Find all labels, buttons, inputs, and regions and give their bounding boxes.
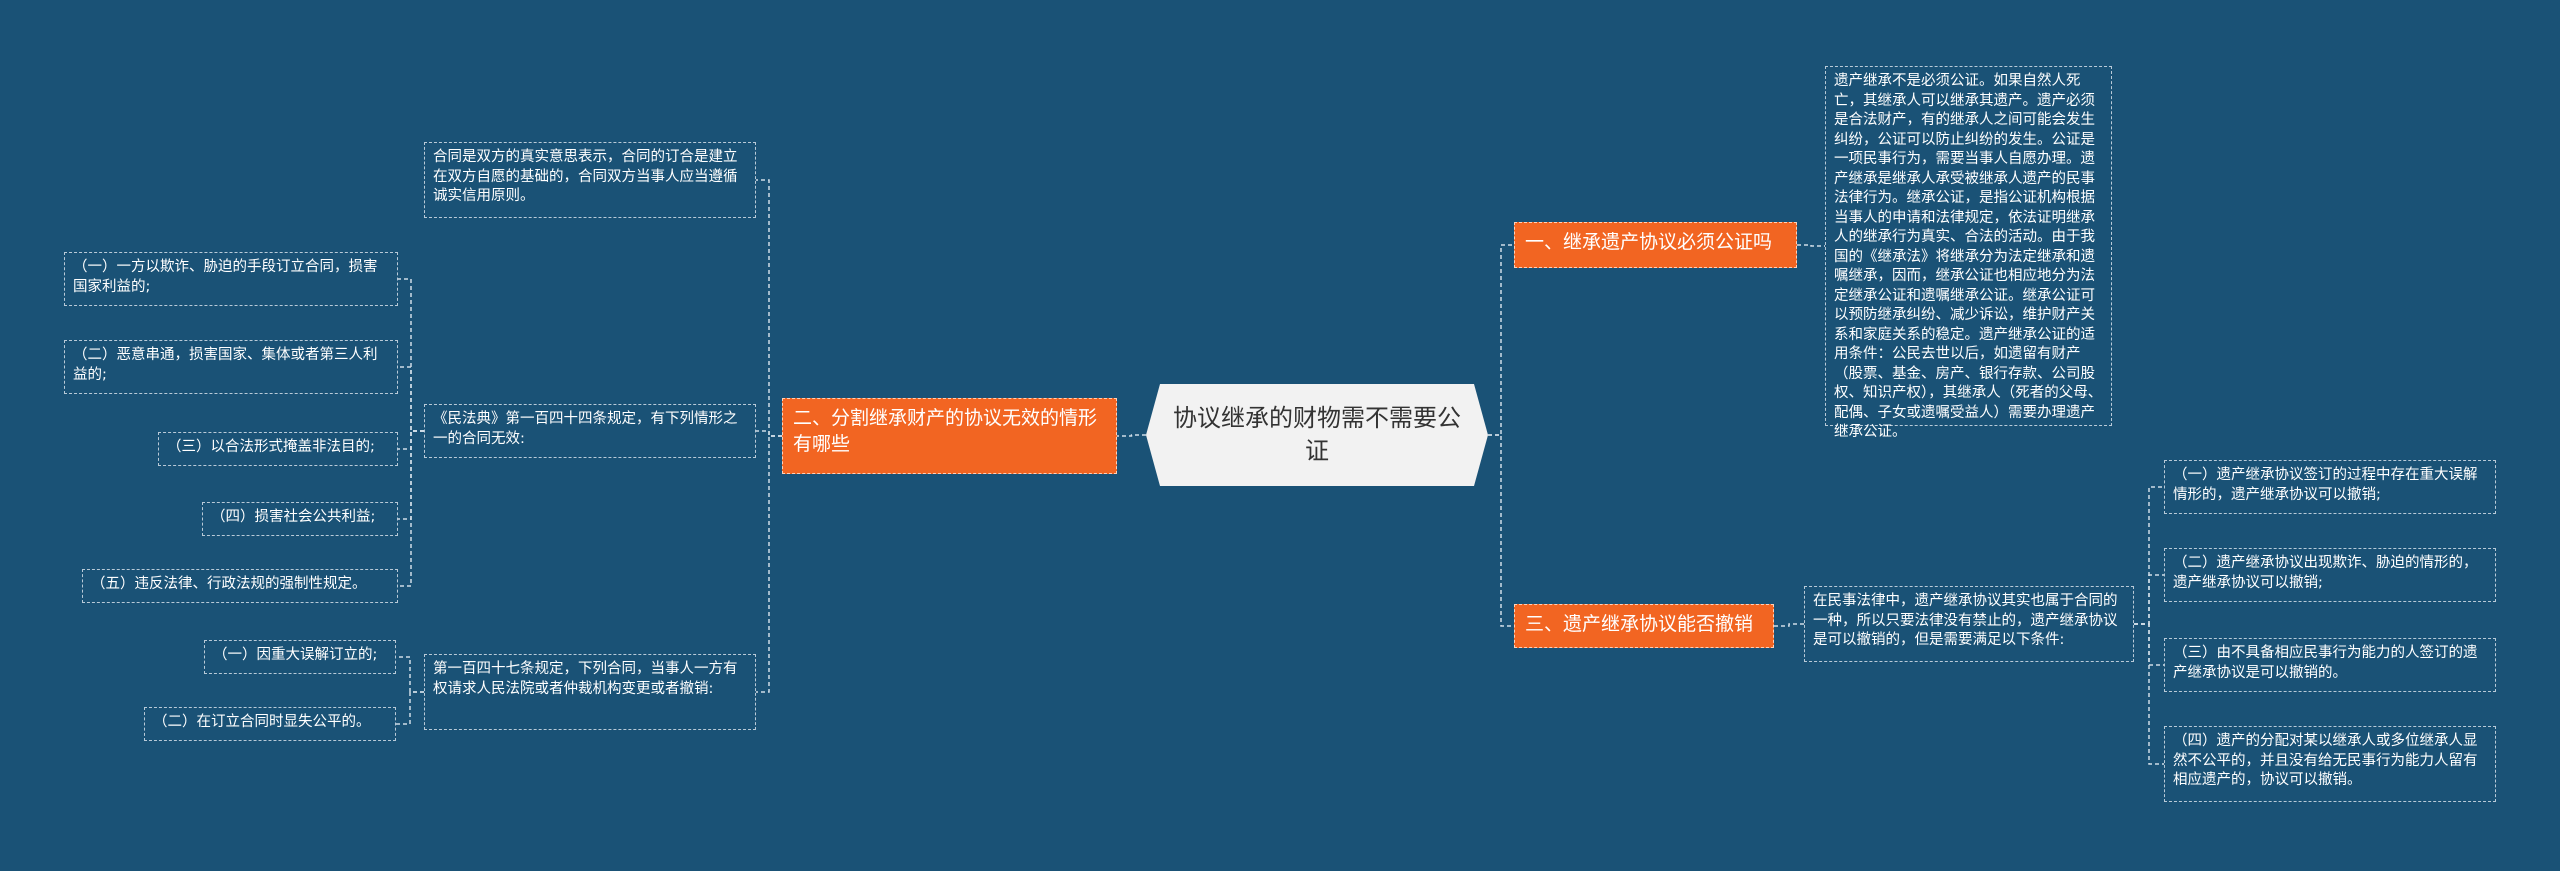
connector-line: [398, 430, 424, 520]
revocation-condition[interactable]: （三）由不具备相应民事行为能力的人签订的遗产继承协议是可以撤销的。: [2164, 638, 2496, 692]
branch-3-detail[interactable]: 在民事法律中，遗产继承协议其实也属于合同的一种，所以只要法律没有禁止的，遗产继承…: [1804, 586, 2134, 662]
branch-1-detail[interactable]: 遗产继承不是必须公证。如果自然人死亡，其继承人可以继承其遗产。遗产必须是合法财产…: [1825, 66, 2112, 440]
connector-line: [396, 656, 424, 693]
article-144-node[interactable]: 《民法典》第一百四十四条规定，有下列情形之一的合同无效:: [424, 404, 756, 458]
article-144-item-text: （五）违反法律、行政法规的强制性规定。: [91, 576, 367, 592]
revocation-condition[interactable]: （四）遗产的分配对某以继承人或多位继承人显然不公平的，并且没有给无民事行为能力人…: [2164, 726, 2496, 802]
connector-line: [2134, 623, 2164, 666]
article-147-item-text: （二）在订立合同时显失公平的。: [153, 714, 371, 730]
branch-1-detail-text: 遗产继承不是必须公证。如果自然人死亡，其继承人可以继承其遗产。遗产必须是合法财产…: [1834, 73, 2103, 440]
connector-line: [2134, 486, 2164, 625]
revocation-condition-text: （一）遗产继承协议签订的过程中存在重大误解情形的，遗产继承协议可以撤销;: [2173, 467, 2478, 503]
connector-line: [1774, 623, 1804, 627]
article-144-item[interactable]: （五）违反法律、行政法规的强制性规定。: [82, 569, 398, 603]
article-144-text: 《民法典》第一百四十四条规定，有下列情形之一的合同无效:: [433, 411, 738, 447]
article-147-item[interactable]: （二）在订立合同时显失公平的。: [144, 707, 396, 741]
article-144-item[interactable]: （三）以合法形式掩盖非法目的;: [158, 432, 398, 466]
branch-1-topic[interactable]: 一、继承遗产协议必须公证吗: [1514, 222, 1797, 268]
branch-3-detail-text: 在民事法律中，遗产继承协议其实也属于合同的一种，所以只要法律没有禁止的，遗产继承…: [1813, 593, 2118, 648]
connector-line: [2134, 574, 2164, 625]
root-topic[interactable]: 协议继承的财物需不需要公证: [1146, 384, 1488, 486]
article-147-item-text: （一）因重大误解订立的;: [213, 647, 378, 663]
revocation-condition[interactable]: （二）遗产继承协议出现欺诈、胁迫的情形的，遗产继承协议可以撤销;: [2164, 548, 2496, 602]
connector-line: [1797, 244, 1825, 247]
connector-line: [396, 691, 424, 725]
connector-line: [756, 179, 782, 437]
article-144-item[interactable]: （一）一方以欺诈、胁迫的手段订立合同，损害国家利益的;: [64, 252, 398, 306]
article-147-node[interactable]: 第一百四十七条规定，下列合同，当事人一方有权请求人民法院或者仲裁机构变更或者撤销…: [424, 654, 756, 730]
connector-line: [756, 435, 782, 693]
connector-line: [398, 430, 424, 450]
connector-line: [398, 366, 424, 432]
branch-3-label: 三、遗产继承协议能否撤销: [1525, 613, 1754, 635]
article-144-item-text: （二）恶意串通，损害国家、集体或者第三人利益的;: [73, 347, 378, 383]
article-144-item-text: （三）以合法形式掩盖非法目的;: [167, 439, 375, 455]
article-147-item[interactable]: （一）因重大误解订立的;: [204, 640, 396, 674]
connector-line: [1488, 434, 1514, 627]
connector-line: [398, 430, 424, 587]
revocation-condition-text: （四）遗产的分配对某以继承人或多位继承人显然不公平的，并且没有给无民事行为能力人…: [2173, 733, 2478, 788]
branch-1-label: 一、继承遗产协议必须公证吗: [1525, 231, 1773, 253]
branch-2-topic[interactable]: 二、分割继承财产的协议无效的情形有哪些: [782, 398, 1117, 474]
branch-2-label: 二、分割继承财产的协议无效的情形有哪些: [793, 407, 1098, 455]
branch-2-intro[interactable]: 合同是双方的真实意思表示，合同的订合是建立在双方自愿的基础的，合同双方当事人应当…: [424, 142, 756, 218]
root-topic-label: 协议继承的财物需不需要公证: [1173, 404, 1461, 465]
branch-2-intro-text: 合同是双方的真实意思表示，合同的订合是建立在双方自愿的基础的，合同双方当事人应当…: [433, 149, 738, 204]
article-144-item-text: （一）一方以欺诈、胁迫的手段订立合同，损害国家利益的;: [73, 259, 378, 295]
connector-line: [2134, 623, 2164, 765]
revocation-condition[interactable]: （一）遗产继承协议签订的过程中存在重大误解情形的，遗产继承协议可以撤销;: [2164, 460, 2496, 514]
article-144-item[interactable]: （四）损害社会公共利益;: [202, 502, 398, 536]
connector-line: [756, 430, 782, 437]
revocation-condition-text: （三）由不具备相应民事行为能力的人签订的遗产继承协议是可以撤销的。: [2173, 645, 2478, 681]
connector-line: [1117, 434, 1146, 437]
connector-line: [1488, 244, 1514, 436]
article-144-item[interactable]: （二）恶意串通，损害国家、集体或者第三人利益的;: [64, 340, 398, 394]
branch-3-topic[interactable]: 三、遗产继承协议能否撤销: [1514, 604, 1774, 648]
revocation-condition-text: （二）遗产继承协议出现欺诈、胁迫的情形的，遗产继承协议可以撤销;: [2173, 555, 2478, 591]
article-144-item-text: （四）损害社会公共利益;: [211, 509, 376, 525]
connector-line: [398, 278, 424, 432]
article-147-text: 第一百四十七条规定，下列合同，当事人一方有权请求人民法院或者仲裁机构变更或者撤销…: [433, 661, 738, 697]
